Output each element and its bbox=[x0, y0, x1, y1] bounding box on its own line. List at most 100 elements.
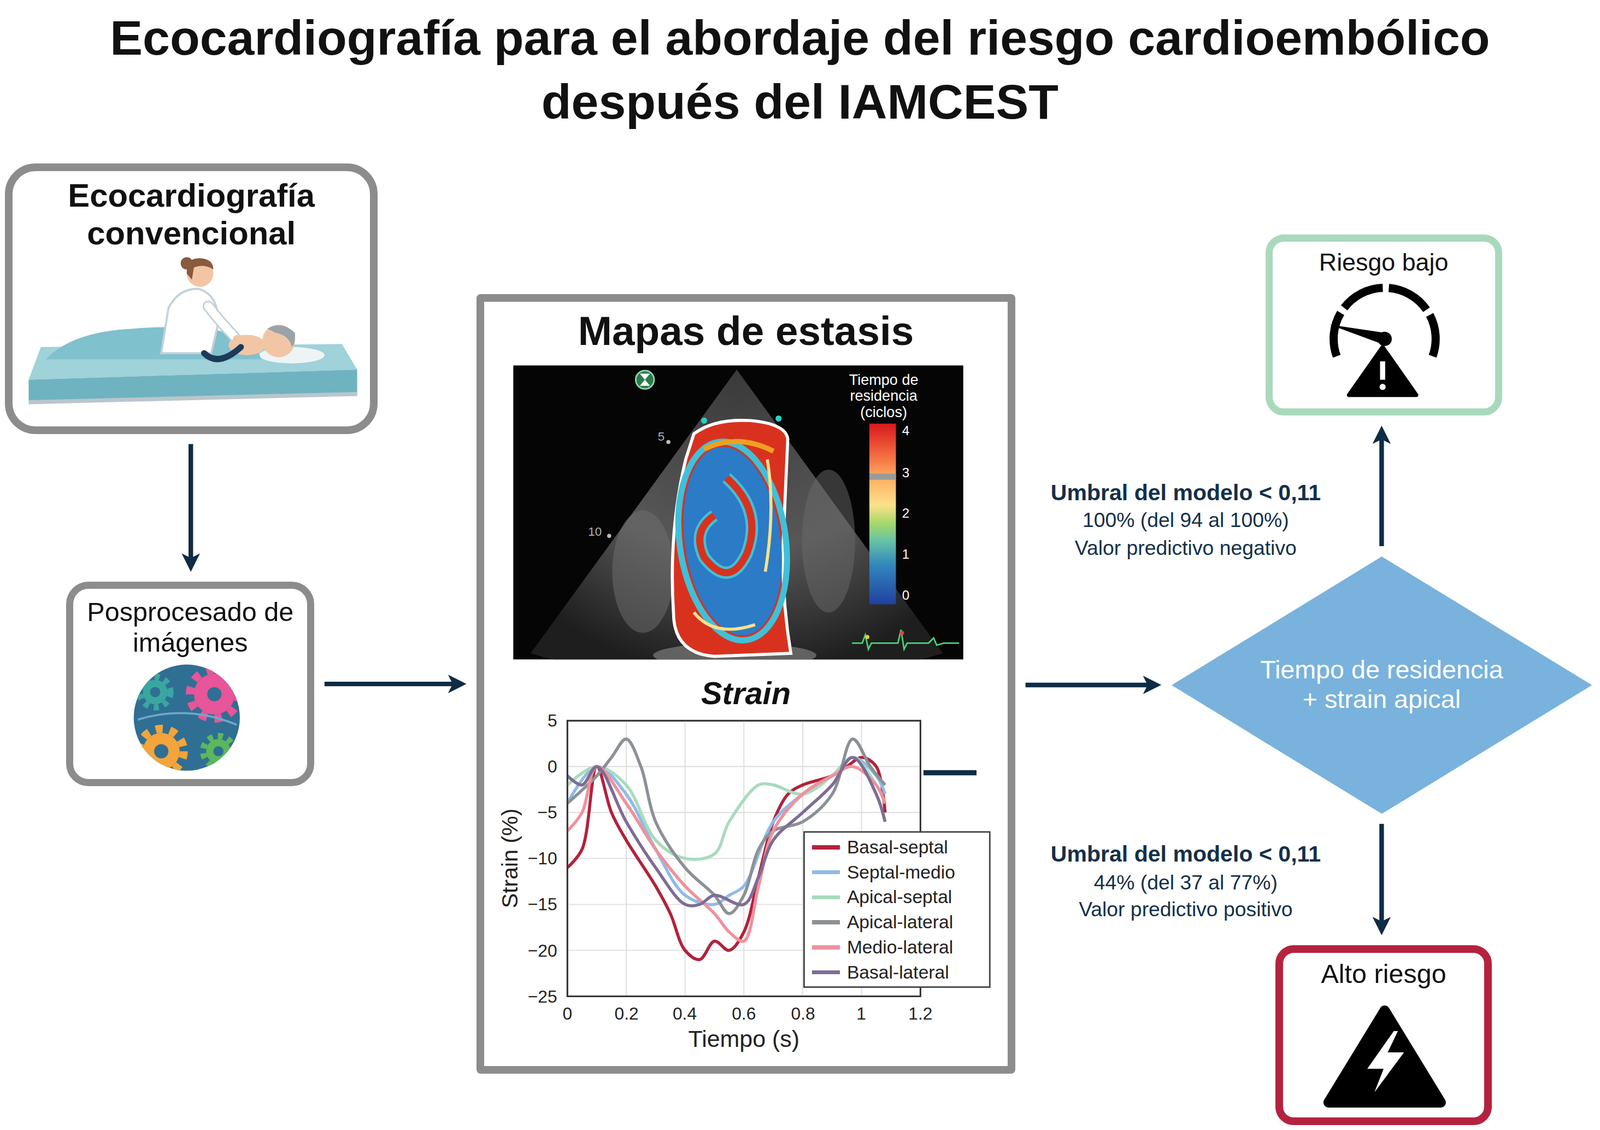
axis-tick: −20 bbox=[527, 940, 558, 960]
flow-arrow bbox=[1379, 439, 1384, 546]
stasis-map-part-part bbox=[802, 469, 856, 613]
axis-tick: 0.8 bbox=[791, 1003, 816, 1023]
legend-item: Medio-lateral bbox=[812, 936, 954, 958]
stasis-map-part bbox=[693, 612, 756, 629]
gauge-icon-part bbox=[1333, 287, 1437, 356]
axis-tick: 5 bbox=[547, 710, 558, 731]
colorbar-tick: 2 bbox=[902, 506, 910, 521]
axis-tick: −15 bbox=[527, 894, 558, 914]
edge-label: Umbral del modelo < 0,11 bbox=[1050, 480, 1321, 505]
depth-mark: 10 bbox=[587, 525, 602, 539]
flow-arrow bbox=[1379, 823, 1384, 922]
axis-title: Strain (%) bbox=[497, 808, 523, 909]
stasis-map-part bbox=[700, 477, 753, 573]
axis-tick: 0 bbox=[562, 1003, 573, 1023]
gauge-icon-part bbox=[1379, 383, 1386, 390]
node-title: Posprocesado de imágenes bbox=[81, 596, 299, 658]
gears-icon-part-part bbox=[189, 669, 239, 719]
stasis-map-part bbox=[635, 370, 655, 390]
gears-icon-part-part bbox=[203, 735, 234, 767]
strain-chart-part bbox=[803, 831, 990, 987]
node-title: Alto riesgo bbox=[1291, 958, 1476, 990]
gauge-icon bbox=[1329, 287, 1436, 395]
stasis-map-part bbox=[869, 473, 897, 480]
stasis-map-part bbox=[701, 417, 708, 424]
stasis-map-part bbox=[900, 630, 904, 635]
axis-tick: −25 bbox=[527, 986, 558, 1006]
exam-illustration-part bbox=[28, 393, 357, 403]
stasis-map-part bbox=[703, 441, 774, 452]
gears-icon-part-part bbox=[213, 745, 224, 757]
colorbar-tick: 0 bbox=[902, 587, 910, 603]
exam-illustration-part bbox=[208, 306, 235, 337]
gears-icon bbox=[133, 664, 240, 774]
statistic-note: Valor predictivo negativo bbox=[1074, 536, 1297, 560]
stasis-map-part bbox=[672, 439, 794, 641]
legend-swatch bbox=[812, 919, 840, 924]
process-box: Posprocesado de imágenes bbox=[66, 581, 315, 786]
legend-item: Apical-septal bbox=[812, 886, 952, 908]
gears-icon-part-part bbox=[138, 728, 184, 774]
stasis-map-part bbox=[530, 369, 943, 660]
colorbar-title: Tiempo de residencia (ciclos) bbox=[834, 371, 932, 421]
legend-swatch bbox=[812, 944, 840, 949]
gauge-icon-part bbox=[1349, 346, 1417, 396]
gauge-icon-part bbox=[1380, 361, 1386, 380]
axis-title: Tiempo (s) bbox=[687, 1025, 800, 1052]
stasis-map-part bbox=[666, 439, 670, 444]
axis-tick: 0 bbox=[547, 756, 558, 776]
outcome-box: Alto riesgo bbox=[1275, 944, 1492, 1125]
legend-swatch bbox=[812, 969, 840, 974]
stasis-map-part bbox=[775, 415, 782, 422]
stasis-map-part-part bbox=[612, 510, 674, 633]
colorbar-tick: 3 bbox=[902, 465, 910, 480]
outcome-box: Riesgo bajo bbox=[1265, 234, 1503, 416]
gauge-icon-part bbox=[1329, 324, 1385, 345]
exam-illustration-part bbox=[208, 306, 235, 337]
legend-swatch bbox=[812, 869, 840, 874]
axis-tick: 1 bbox=[856, 1003, 867, 1023]
edge-label: Umbral del modelo < 0,11 bbox=[1050, 841, 1321, 867]
colorbar-tick: 1 bbox=[902, 546, 910, 562]
stasis-map-part bbox=[666, 434, 799, 647]
node-subtitle: Strain bbox=[492, 674, 1000, 712]
stasis-map-part-part bbox=[530, 369, 943, 660]
axis-tick: 0.2 bbox=[614, 1003, 639, 1023]
stasis-map-part bbox=[865, 634, 870, 639]
node-title: Ecocardiografía convencional bbox=[20, 177, 362, 252]
axis-tick: 1.2 bbox=[908, 1003, 933, 1023]
node-title: Tiempo de residencia + strain apical bbox=[1254, 655, 1510, 714]
exam-illustration-part bbox=[267, 325, 296, 347]
legend-text: Medio-lateral bbox=[846, 936, 954, 958]
gears-icon-part bbox=[137, 669, 239, 774]
stasis-map-part bbox=[869, 423, 897, 604]
gears-icon-part-part bbox=[137, 712, 237, 725]
flow-arrow bbox=[188, 443, 193, 558]
warning-icon-part bbox=[1367, 1030, 1404, 1092]
statistic-note: 44% (del 37 al 77%) bbox=[1093, 871, 1278, 894]
stasis-map-part bbox=[639, 373, 651, 386]
warning-icon bbox=[1328, 1010, 1441, 1103]
legend-item: Basal-lateral bbox=[812, 961, 949, 983]
process-box: Ecocardiografía convencional bbox=[4, 163, 378, 434]
strain-chart bbox=[567, 720, 990, 996]
gears-icon-part-part bbox=[193, 673, 235, 715]
gears-icon-part-part bbox=[139, 676, 171, 708]
legend-item: Septal-medio bbox=[812, 861, 956, 883]
axis-tick: −10 bbox=[527, 848, 558, 868]
gears-icon-part-part bbox=[143, 732, 180, 770]
exam-illustration-part bbox=[232, 334, 244, 345]
stasis-map-part bbox=[700, 477, 753, 573]
legend-text: Septal-medio bbox=[846, 861, 956, 883]
stasis-map bbox=[513, 365, 963, 684]
gears-icon-part-part bbox=[207, 686, 222, 702]
node-title: Riesgo bajo bbox=[1280, 248, 1487, 277]
exam-illustration-part bbox=[161, 288, 218, 354]
axis-tick: −5 bbox=[537, 802, 557, 822]
legend-text: Apical-lateral bbox=[846, 911, 954, 933]
legend-text: Apical-septal bbox=[846, 886, 952, 908]
gauge-icon-part bbox=[1377, 331, 1392, 346]
legend-text: Basal-septal bbox=[846, 836, 949, 858]
legend-item: Basal-septal bbox=[812, 836, 948, 858]
